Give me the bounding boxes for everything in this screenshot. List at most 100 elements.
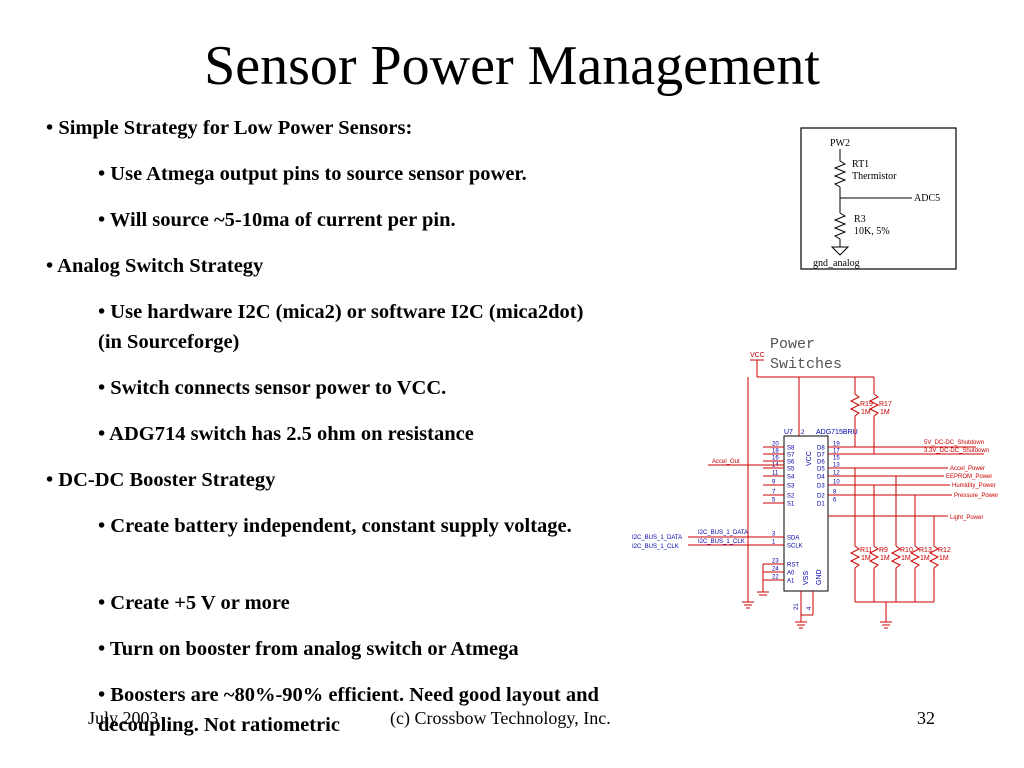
left-pin-number: 23 xyxy=(772,559,779,565)
net-light-power: Light_Power xyxy=(950,515,983,521)
right-pin-name: D8 xyxy=(817,446,825,452)
left-pin-number: 7 xyxy=(772,490,776,496)
chip-part: ADG715BRU xyxy=(816,429,858,436)
vcc-flag-label: VCC xyxy=(750,352,765,359)
bullet-dcdc: • DC-DC Booster Strategy xyxy=(46,469,276,491)
pw2-label: PW2 xyxy=(830,138,850,149)
chip-gnd-label: GND xyxy=(816,569,823,585)
power-switches-schematic: Power Switches VCC R19 1M R17 1M U7 ADG7… xyxy=(632,336,998,629)
right-pin-name: D1 xyxy=(817,502,825,508)
i2c-clk-inner: I2C_BUS_1_CLK xyxy=(698,539,745,545)
right-pin-number: 8 xyxy=(833,490,837,496)
gnd-analog-label: gnd_analog xyxy=(813,258,860,269)
r19-label: R19 xyxy=(860,401,873,408)
thermistor-label: Thermistor xyxy=(852,171,897,182)
r17-label: R17 xyxy=(879,401,892,408)
rt1-label: RT1 xyxy=(852,159,869,170)
net-humidity-power: Humidity_Power xyxy=(952,483,996,489)
chip-ref: U7 xyxy=(784,429,793,436)
bullet-plus5v: • Create +5 V or more xyxy=(98,592,290,614)
net-eeprom-power: EEPROM_Power xyxy=(946,474,992,480)
left-pin-number: 20 xyxy=(772,442,779,448)
footer-page-number: 32 xyxy=(917,708,935,728)
pin-4: 4 xyxy=(807,606,813,610)
bullet-switch-vcc: • Switch connects sensor power to VCC. xyxy=(98,377,447,399)
left-pin-number: 5 xyxy=(772,498,776,504)
bullet-analog-switch: • Analog Switch Strategy xyxy=(46,255,264,277)
right-pin-number: 15 xyxy=(833,456,840,462)
r10-label: R10 xyxy=(900,547,913,554)
r11-value: 1M xyxy=(861,555,871,562)
right-pin-number: 19 xyxy=(833,442,840,448)
i2c-clk-outer: I2C_BUS_1_CLK xyxy=(632,544,679,550)
bullet-battery-independent: • Create battery independent, constant s… xyxy=(98,515,572,537)
r3-label: R3 xyxy=(854,214,866,225)
left-pin-name: S2 xyxy=(787,494,795,500)
slide-title: Sensor Power Management xyxy=(204,35,820,97)
left-pin-name: A0 xyxy=(787,571,795,577)
left-pin-name: S3 xyxy=(787,484,795,490)
net-5v-shutdown: 5V_DC-DC_Shutdown xyxy=(924,440,984,446)
left-pin-number: 18 xyxy=(772,449,779,455)
net-accel-power: Accel_Power xyxy=(950,466,985,472)
footer-copyright: (c) Crossbow Technology, Inc. xyxy=(390,708,611,728)
r12-label: R12 xyxy=(938,547,951,554)
footer-date: July 2003 xyxy=(88,708,159,728)
left-pin-name: S6 xyxy=(787,460,795,466)
bullet-i2c: • Use hardware I2C (mica2) or software I… xyxy=(98,301,584,353)
left-pin-name: S8 xyxy=(787,446,795,452)
left-pin-name: A1 xyxy=(787,579,795,585)
right-pin-name: D3 xyxy=(817,484,825,490)
right-pin-number: 10 xyxy=(833,480,840,486)
right-pin-number: 17 xyxy=(833,449,840,455)
left-pin-name: SDA xyxy=(787,536,799,542)
bullet-adg714: • ADG714 switch has 2.5 ohm on resistanc… xyxy=(98,423,474,445)
left-pin-number: 9 xyxy=(772,480,776,486)
bullet-boosters-efficient: • Boosters are ~80%-90% efficient. Need … xyxy=(98,684,599,736)
r9-label: R9 xyxy=(879,547,888,554)
left-pin-number: 24 xyxy=(772,567,779,573)
right-pin-name: D6 xyxy=(817,460,825,466)
left-pin-name: S7 xyxy=(787,453,795,459)
right-pin-name: D5 xyxy=(817,467,825,473)
switches-label: Switches xyxy=(770,356,842,373)
right-pin-name: D7 xyxy=(817,453,825,459)
chip-vcc-label: VCC xyxy=(806,451,813,466)
thermistor-schematic: PW2 RT1 Thermistor ADC5 R3 10K, 5% gnd_a… xyxy=(800,127,957,270)
left-pin-name: RST xyxy=(787,563,799,569)
r10-value: 1M xyxy=(901,555,911,562)
right-pin-number: 12 xyxy=(833,471,840,477)
r9-value: 1M xyxy=(880,555,890,562)
r12-value: 1M xyxy=(939,555,949,562)
r19-value: 1M xyxy=(861,409,871,416)
vcc-pin-num: 2 xyxy=(801,430,805,436)
pin-21: 21 xyxy=(794,603,800,610)
r13-value: 1M xyxy=(920,555,930,562)
right-pin-number: 13 xyxy=(833,463,840,469)
left-pin-number: 3 xyxy=(772,532,776,538)
left-pin-name: S4 xyxy=(787,475,795,481)
bullet-atmega-pins: • Use Atmega output pins to source senso… xyxy=(98,163,527,185)
r11-label: R11 xyxy=(860,547,872,554)
ground-icon xyxy=(830,246,850,256)
accel-out-label: Accel_Out xyxy=(712,459,740,465)
net-pressure-power: Pressure_Power xyxy=(954,493,998,499)
r3-value: 10K, 5% xyxy=(854,226,890,237)
adc5-label: ADC5 xyxy=(914,193,940,204)
chip-vss-label: VSS xyxy=(803,571,810,585)
right-pin-name: D2 xyxy=(817,494,825,500)
power-label: Power xyxy=(770,336,815,353)
left-pin-name: SCLK xyxy=(787,544,803,550)
i2c-data-outer: I2C_BUS_1_DATA xyxy=(632,535,682,541)
r17-value: 1M xyxy=(880,409,890,416)
left-pin-number: 11 xyxy=(772,471,779,477)
right-pin-name: D4 xyxy=(817,475,825,481)
i2c-data-inner: I2C_BUS_1_DATA xyxy=(698,530,748,536)
bullet-turn-on-booster: • Turn on booster from analog switch or … xyxy=(98,638,519,660)
left-pin-number: 1 xyxy=(772,540,776,546)
left-pin-name: S1 xyxy=(787,502,795,508)
right-pin-number: 6 xyxy=(833,498,837,504)
bullet-source-current: • Will source ~5-10ma of current per pin… xyxy=(98,209,456,231)
r13-label: R13 xyxy=(919,547,932,554)
left-pin-number: 22 xyxy=(772,575,779,581)
